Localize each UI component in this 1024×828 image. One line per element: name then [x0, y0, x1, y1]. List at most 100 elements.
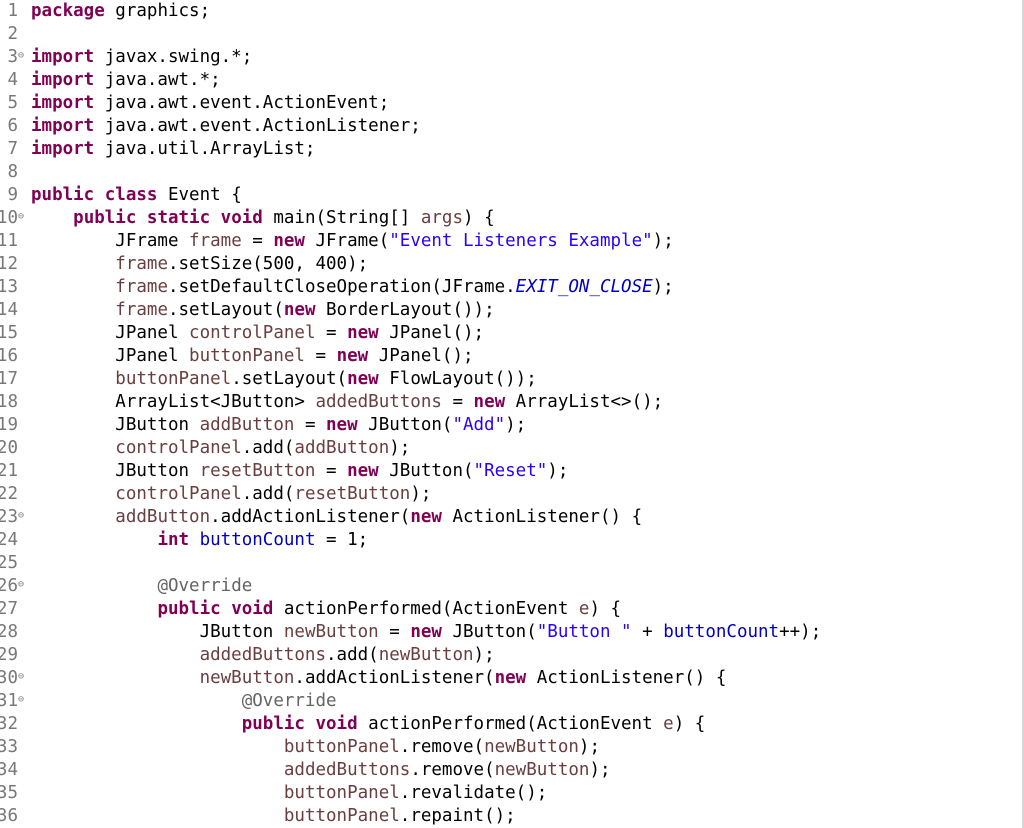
code-token: newButton [378, 645, 474, 665]
code-token: = 1; [315, 530, 369, 550]
code-token: public static void [73, 208, 263, 228]
code-token [31, 438, 115, 458]
code-token: FlowLayout()); [378, 369, 537, 389]
code-token: JButton [31, 415, 200, 435]
code-token: public void [241, 714, 358, 734]
fold-toggle-icon[interactable]: ⊖ [18, 694, 25, 705]
code-token: ); [473, 645, 495, 665]
code-line[interactable]: 24 int buttonCount = 1; [0, 529, 1024, 552]
code-line[interactable]: 28 JButton newButton = new JButton("Butt… [0, 621, 1024, 644]
code-token: addButton [294, 438, 390, 458]
code-line[interactable]: 21 JButton resetButton = new JButton("Re… [0, 460, 1024, 483]
code-text: ArrayList<JButton> addedButtons = new Ar… [31, 391, 663, 414]
line-number: 24 [0, 530, 18, 550]
line-number: 14 [0, 300, 18, 320]
code-token [31, 668, 200, 688]
code-line[interactable]: 27 public void actionPerformed(ActionEve… [0, 598, 1024, 621]
line-number: 23 [0, 507, 18, 527]
code-token: JButton( [357, 415, 453, 435]
code-line[interactable]: 10⊖ public static void main(String[] arg… [0, 207, 1024, 230]
fold-toggle-icon[interactable]: ⊖ [18, 510, 25, 521]
code-token: ); [652, 277, 674, 297]
code-text: import java.awt.event.ActionEvent; [31, 92, 389, 115]
code-token: JButton( [378, 461, 474, 481]
fold-toggle-icon[interactable]: ⊖ [18, 211, 25, 222]
code-line[interactable]: 31⊖ @Override [0, 690, 1024, 713]
code-line[interactable]: 36 buttonPanel.repaint(); [0, 805, 1024, 828]
line-number: 11 [0, 231, 18, 251]
code-line[interactable]: 22 controlPanel.add(resetButton); [0, 483, 1024, 506]
code-token: = [294, 415, 327, 435]
code-line[interactable]: 13 frame.setDefaultCloseOperation(JFrame… [0, 276, 1024, 299]
code-text: import java.util.ArrayList; [31, 138, 315, 161]
code-token: = [315, 461, 348, 481]
code-token: ); [389, 438, 411, 458]
code-line[interactable]: 26⊖ @Override [0, 575, 1024, 598]
line-number: 35 [0, 783, 18, 803]
line-number: 8 [7, 162, 18, 182]
fold-toggle-icon[interactable]: ⊖ [18, 50, 25, 61]
code-line[interactable]: 30⊖ newButton.addActionListener(new Acti… [0, 667, 1024, 690]
code-line[interactable]: 2 [0, 23, 1024, 46]
code-line[interactable]: 23⊖ addButton.addActionListener(new Acti… [0, 506, 1024, 529]
editor-right-border [1022, 0, 1024, 828]
code-token: JFrame( [304, 231, 390, 251]
code-token [31, 599, 157, 619]
line-number: 15 [0, 323, 18, 343]
code-text: JButton resetButton = new JButton("Reset… [31, 460, 568, 483]
line-number: 25 [0, 553, 18, 573]
code-line[interactable]: 25 [0, 552, 1024, 575]
code-line[interactable]: 34 addedButtons.remove(newButton); [0, 759, 1024, 782]
line-number: 26 [0, 576, 18, 596]
code-line[interactable]: 8 [0, 161, 1024, 184]
line-number: 32 [0, 714, 18, 734]
code-token: frame [115, 254, 168, 274]
line-number: 3 [7, 47, 18, 67]
code-token [31, 806, 284, 826]
code-token: public void [157, 599, 274, 619]
line-number: 31 [0, 691, 18, 711]
code-line[interactable]: 32 public void actionPerformed(ActionEve… [0, 713, 1024, 736]
code-token [31, 484, 115, 504]
code-token: .setLayout( [231, 369, 348, 389]
code-token: addedButtons [315, 392, 442, 412]
code-text: import java.awt.*; [31, 69, 221, 92]
code-line[interactable]: 11 JFrame frame = new JFrame("Event List… [0, 230, 1024, 253]
code-line[interactable]: 16 JPanel buttonPanel = new JPanel(); [0, 345, 1024, 368]
code-token: .add( [241, 484, 295, 504]
code-line[interactable]: 15 JPanel controlPanel = new JPanel(); [0, 322, 1024, 345]
code-line[interactable]: 17 buttonPanel.setLayout(new FlowLayout(… [0, 368, 1024, 391]
code-line[interactable]: 20 controlPanel.add(addButton); [0, 437, 1024, 460]
code-line[interactable]: 12 frame.setSize(500, 400); [0, 253, 1024, 276]
code-token: ) { [589, 599, 622, 619]
code-text: newButton.addActionListener(new ActionLi… [31, 667, 727, 690]
code-token: java.util.ArrayList; [94, 139, 316, 159]
code-text: int buttonCount = 1; [31, 529, 368, 552]
code-line[interactable]: 14 frame.setLayout(new BorderLayout()); [0, 299, 1024, 322]
code-token: = [441, 392, 474, 412]
code-line[interactable]: 33 buttonPanel.remove(newButton); [0, 736, 1024, 759]
code-line[interactable]: 19 JButton addButton = new JButton("Add"… [0, 414, 1024, 437]
code-token: javax.swing.*; [94, 47, 253, 67]
code-token: .remove( [399, 737, 485, 757]
code-text: frame.setDefaultCloseOperation(JFrame.EX… [31, 276, 674, 299]
code-line[interactable]: 3⊖import javax.swing.*; [0, 46, 1024, 69]
fold-toggle-icon[interactable]: ⊖ [18, 671, 25, 682]
fold-toggle-icon[interactable]: ⊖ [18, 579, 25, 590]
code-line[interactable]: 35 buttonPanel.revalidate(); [0, 782, 1024, 805]
code-token: @Override [241, 691, 337, 711]
line-number: 36 [0, 806, 18, 826]
code-line[interactable]: 29 addedButtons.add(newButton); [0, 644, 1024, 667]
code-token: new [347, 369, 379, 389]
code-line[interactable]: 18 ArrayList<JButton> addedButtons = new… [0, 391, 1024, 414]
code-token: new [326, 415, 358, 435]
code-token: ActionListener() { [526, 668, 727, 688]
code-token: import [31, 70, 95, 90]
